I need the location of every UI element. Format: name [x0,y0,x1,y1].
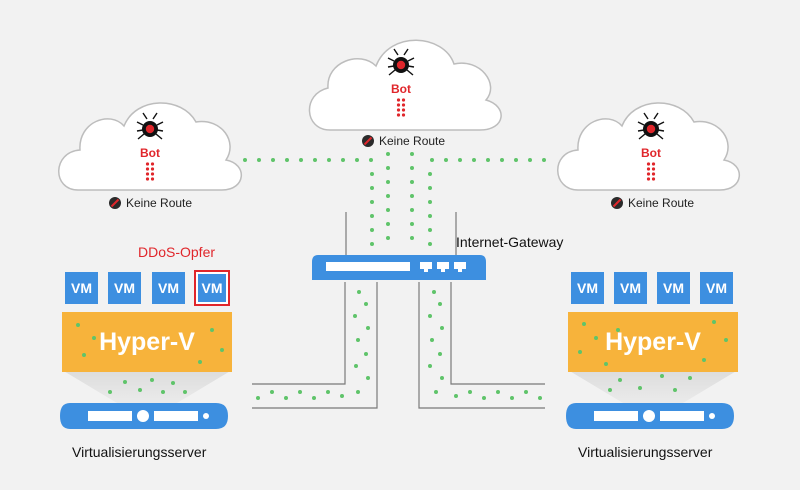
bot-traffic-dots-center [396,98,406,117]
server-shade-right [568,370,738,406]
no-route-label-right: Keine Route [628,196,695,210]
no-route-icon-center [362,135,374,147]
gateway-label: Internet-Gateway [456,234,564,250]
traffic-dots-pipes [256,290,542,400]
vm-right-4: VM [700,272,733,304]
bot-bug-icon-left [136,112,164,140]
no-route-label-left: Keine Route [126,196,193,210]
server-caption-left: Virtualisierungsserver [72,444,207,460]
bot-label-left: Bot [140,146,160,160]
hyperv-left: Hyper-V [62,312,232,372]
bot-traffic-dots-left [145,162,155,181]
vm-left-3: VM [152,272,185,304]
traffic-dots-hyperv-left [76,323,224,364]
gateway-uplink-lines [345,212,457,255]
vm-left-2: VM [108,272,141,304]
hyperv-right: Hyper-V [568,312,738,372]
vm-left-victim: VM [194,270,230,306]
vm-right-3: VM [657,272,690,304]
ddos-victim-label: DDoS-Opfer [138,244,216,260]
traffic-dots-hyperv-right [578,320,728,366]
server-base-right [566,403,734,429]
server-shade-left [62,370,232,406]
internet-gateway-device [312,255,486,280]
cloud-right [557,102,741,191]
traffic-dots-left-server [108,378,187,394]
gateway-downlink-pipes [252,282,545,409]
vm-right-2: VM [614,272,647,304]
cloud-center [308,39,502,131]
server-base-left [60,403,228,429]
bot-label-right: Bot [641,146,661,160]
vm-left-1: VM [65,272,98,304]
vm-right-1: VM [571,272,604,304]
bot-bug-icon-center [387,48,415,76]
no-route-icon-left [109,197,121,209]
bot-traffic-dots-right [646,162,656,181]
hyperv-right-label: Hyper-V [605,327,701,356]
no-route-label-center: Keine Route [379,134,446,148]
no-route-icon-right [611,197,623,209]
bot-label-center: Bot [391,82,411,96]
bot-bug-icon-right [637,112,665,140]
server-caption-right: Virtualisierungsserver [578,444,713,460]
cloud-left [58,102,243,191]
traffic-dots-right-server [608,374,692,392]
hyperv-left-label: Hyper-V [99,327,195,356]
traffic-dots-upper [243,152,546,246]
